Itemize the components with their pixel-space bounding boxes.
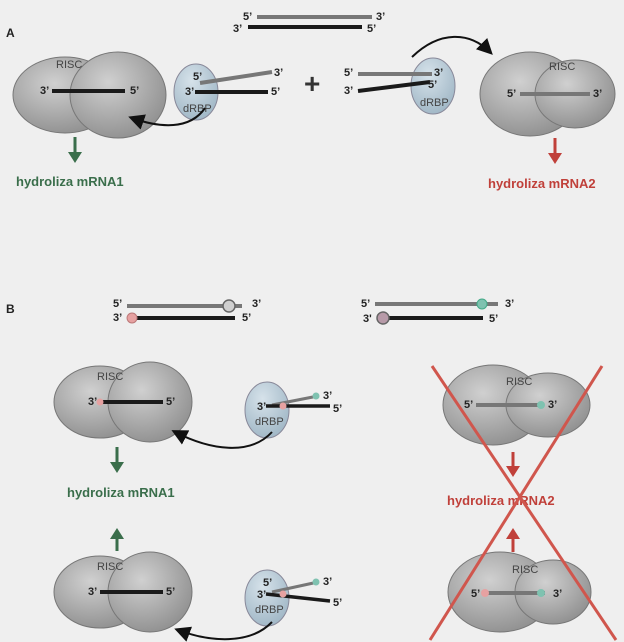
five-prime-label: 5’ <box>243 11 252 23</box>
three-prime-label: 3’ <box>88 586 97 598</box>
modification-marker <box>223 300 235 312</box>
panel-a-label: A <box>6 26 15 40</box>
drbp-protein-icon: 5’ 3’ 3’ 5’ dRBP <box>174 64 283 120</box>
green-down-arrow <box>68 137 82 163</box>
risc-label: RISC <box>97 371 123 383</box>
three-prime-label: 3’ <box>344 85 353 97</box>
three-prime-label: 3’ <box>548 399 557 411</box>
five-prime-label: 5’ <box>471 588 480 600</box>
five-prime-label: 5’ <box>428 79 437 91</box>
drbp-protein-icon: 5’ 3’ 3’ 5’ dRBP <box>344 58 455 114</box>
risc-label: RISC <box>549 61 575 73</box>
three-prime-label: 3’ <box>257 589 266 601</box>
five-prime-label: 5’ <box>263 577 272 589</box>
five-prime-label: 5’ <box>130 85 139 97</box>
green-up-arrow <box>110 528 124 551</box>
three-prime-label: 3’ <box>323 576 332 588</box>
five-prime-label: 5’ <box>344 67 353 79</box>
outcome-mrna2-label: hydroliza mRNA2 <box>488 176 596 191</box>
three-prime-label: 3’ <box>553 588 562 600</box>
three-prime-label: 3’ <box>505 298 514 310</box>
five-prime-label: 5’ <box>271 86 280 98</box>
drbp-protein-icon: 3’ 3’ 5’ dRBP <box>245 382 342 438</box>
modification-marker <box>377 312 389 324</box>
risc-complex-icon: RISC 3’ 5’ <box>54 552 192 632</box>
three-prime-label: 3’ <box>185 86 194 98</box>
five-prime-label: 5’ <box>361 298 370 310</box>
duplex-top-a: 5’ 3’ 3’ 5’ <box>233 11 385 35</box>
three-prime-label: 3' <box>363 313 372 325</box>
five-prime-label: 5’ <box>166 396 175 408</box>
modification-marker <box>313 393 320 400</box>
five-prime-label: 5’ <box>333 597 342 609</box>
duplex-left-b: 5’ 3’ 3’ 5’ <box>113 298 261 324</box>
drbp-label: dRBP <box>255 604 284 616</box>
green-down-arrow <box>110 447 124 473</box>
risc-label: RISC <box>506 376 532 388</box>
red-up-arrow <box>506 528 520 552</box>
drbp-label: dRBP <box>420 97 449 109</box>
risc-complex-icon: RISC 5’ 3’ <box>448 552 591 632</box>
curved-arrow-icon <box>178 622 272 639</box>
three-prime-label: 3’ <box>113 312 122 324</box>
five-prime-label: 5’ <box>333 403 342 415</box>
drbp-protein-icon: 5’ 3’ 3’ 5’ dRBP <box>245 570 342 626</box>
five-prime-label: 5’ <box>489 313 498 325</box>
risc-complex-icon: RISC 5’ 3’ <box>443 365 590 445</box>
three-prime-label: 3’ <box>593 88 602 100</box>
risc-label: RISC <box>56 59 82 71</box>
risc-label: RISC <box>97 561 123 573</box>
risc-label: RISC <box>512 564 538 576</box>
modification-marker <box>280 591 287 598</box>
panel-b-label: B <box>6 302 15 316</box>
five-prime-label: 5’ <box>193 71 202 83</box>
modification-marker <box>280 403 287 410</box>
drbp-label: dRBP <box>183 103 212 115</box>
modification-marker <box>313 579 320 586</box>
red-down-arrow <box>506 452 520 477</box>
three-prime-label: 3’ <box>323 390 332 402</box>
outcome-mrna1-label: hydroliza mRNA1 <box>16 174 124 189</box>
risc-complex-icon: RISC 5’ 3’ <box>480 52 615 136</box>
three-prime-label: 3’ <box>252 298 261 310</box>
five-prime-label: 5’ <box>367 23 376 35</box>
three-prime-label: 3’ <box>88 396 97 408</box>
three-prime-label: 3’ <box>40 85 49 97</box>
modification-marker <box>127 313 137 323</box>
five-prime-label: 5’ <box>507 88 516 100</box>
risc-complex-icon: RISC 3’ 5’ <box>54 362 192 442</box>
curved-arrow-icon <box>412 37 490 57</box>
drbp-label: dRBP <box>255 416 284 428</box>
three-prime-label: 3’ <box>233 23 242 35</box>
red-down-arrow <box>548 138 562 164</box>
duplex-right-b: 5’ 3’ 3' 5’ <box>361 298 514 325</box>
five-prime-label: 5’ <box>464 399 473 411</box>
three-prime-label: 3’ <box>376 11 385 23</box>
risc-complex-icon: RISC 3’ 5’ <box>13 52 166 138</box>
three-prime-label: 3’ <box>434 67 443 79</box>
modification-marker <box>477 299 487 309</box>
five-prime-label: 5’ <box>113 298 122 310</box>
outcome-mrna2-label: hydroliza mRNA2 <box>447 493 555 508</box>
five-prime-label: 5’ <box>242 312 251 324</box>
three-prime-label: 3’ <box>274 67 283 79</box>
outcome-mrna1-label: hydroliza mRNA1 <box>67 485 175 500</box>
modification-marker <box>537 401 545 409</box>
five-prime-label: 5’ <box>166 586 175 598</box>
modification-marker <box>537 589 545 597</box>
modification-marker <box>97 399 104 406</box>
three-prime-label: 3’ <box>257 401 266 413</box>
modification-marker <box>481 589 489 597</box>
plus-sign: + <box>304 68 320 99</box>
